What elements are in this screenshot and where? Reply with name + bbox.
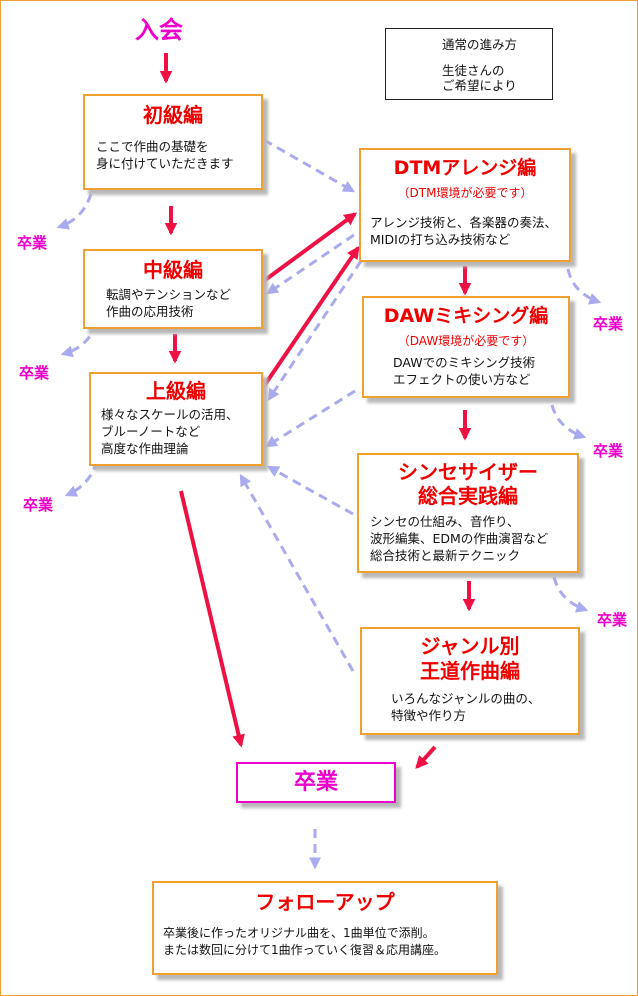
course-desc-line: 卒業後に作ったオリジナル曲を、1曲単位で添削。 [163,926,435,940]
arrow-jokyu-graduate [64,460,99,497]
course-desc-line: 様々なスケールの活用、 [101,407,239,422]
legend-optional-label-1: 生徒さんの [442,63,505,78]
course-title: フォローアップ [255,890,395,914]
arrow-daw-graduate [550,404,587,440]
legend: 通常の進み方 生徒さんの ご希望により [385,28,553,100]
arrow-dtm-to-chukyu [266,233,355,295]
course-desc-line: ここで作曲の基礎を [96,139,209,154]
graduation-box: 卒業 [236,762,396,803]
course-title: DTMアレンジ編 [393,157,537,179]
course-title: DAWミキシング編 [383,305,549,327]
arrow-genre-to-jokyu [239,473,355,672]
graduate-label-chukyu: 卒業 [19,364,50,382]
course-box-chukyu: 中級編 転調やテンションなど 作曲の応用技術 [83,249,263,329]
arrow-dtm-to-jokyu [267,260,363,401]
course-box-genre: ジャンル別 王道作曲編 いろんなジャンルの曲の、 特徴や作り方 [360,627,580,735]
graduate-label-daw: 卒業 [593,442,624,460]
course-title-line: ジャンル別 [420,634,520,658]
arrow-genre-to-final [415,745,437,769]
course-box-dtm: DTMアレンジ編 （DTM環境が必要です） アレンジ技術と、各楽器の奏法、 MI… [359,148,571,262]
arrow-jokyu-to-final [179,490,245,748]
arrow-chukyu-to-dtm [259,212,358,285]
course-desc-line: アレンジ技術と、各楽器の奏法、 [370,215,558,230]
course-desc-line: 特徴や作り方 [391,708,467,723]
course-title: 中級編 [143,258,203,282]
graduation-label: 卒業 [293,770,338,795]
course-box-shokyu: 初級編 ここで作曲の基礎を 身に付けていただきます [83,94,263,190]
course-desc-line: 身に付けていただきます [96,156,234,171]
graduate-label-dtm: 卒業 [593,315,624,333]
graduate-label-shokyu: 卒業 [17,234,48,252]
legend-optional-label-2: ご希望により [442,78,517,93]
course-desc-line: MIDIの打ち込み技術など [370,232,511,247]
arrow-shokyu-to-dtm [263,138,356,193]
start-label: 入会 [135,16,183,44]
course-box-daw: DAWミキシング編 （DAW環境が必要です） DAWでのミキシング技術 エフェク… [362,296,570,398]
graduate-label-synth: 卒業 [597,611,628,629]
graduate-label-jokyu: 卒業 [23,496,54,514]
arrow-shokyu-graduate [56,193,93,230]
course-desc-line: 転調やテンションなど [106,287,232,302]
course-desc-line: 総合技術と最新テクニック [370,548,521,563]
course-desc-line: エフェクトの使い方など [393,372,531,387]
course-box-synth: シンセサイザー 総合実践編 シンセの仕組み、音作り、 波形編集、EDMの作曲演習… [357,453,579,573]
arrow-dtm-graduate [566,268,602,305]
course-desc-line: または数回に分けて1曲作っていく復習＆応用講座。 [163,943,447,957]
course-title-line: 王道作曲編 [420,659,520,683]
course-title: 初級編 [143,103,203,127]
course-desc-line: 作曲の応用技術 [106,304,194,319]
course-desc-line: いろんなジャンルの曲の、 [391,691,541,706]
course-subtitle: （DTM環境が必要です） [397,186,533,200]
course-desc-line: シンセの仕組み、音作り、 [370,514,520,529]
arrow-synth-to-jokyu [266,465,354,516]
arrow-synth-graduate [552,576,589,613]
course-desc-line: 波形編集、EDMの作曲演習など [370,531,549,546]
course-title-line: 総合実践編 [418,484,518,508]
arrow-daw-to-jokyu [264,389,356,448]
legend-normal-label: 通常の進み方 [442,37,518,52]
course-title-line: シンセサイザー [398,460,538,484]
course-subtitle: （DAW環境が必要です） [397,334,535,348]
course-desc-line: DAWでのミキシング技術 [393,355,536,370]
course-desc-line: ブルーノートなど [101,424,201,439]
course-title: 上級編 [146,379,206,403]
course-desc-line: 高度な作曲理論 [101,441,189,456]
arrow-jokyu-to-dtm [262,245,360,388]
course-box-follow: フォローアップ 卒業後に作ったオリジナル曲を、1曲単位で添削。 または数回に分け… [152,881,498,975]
course-box-jokyu: 上級編 様々なスケールの活用、 ブルーノートなど 高度な作曲理論 [89,372,263,466]
